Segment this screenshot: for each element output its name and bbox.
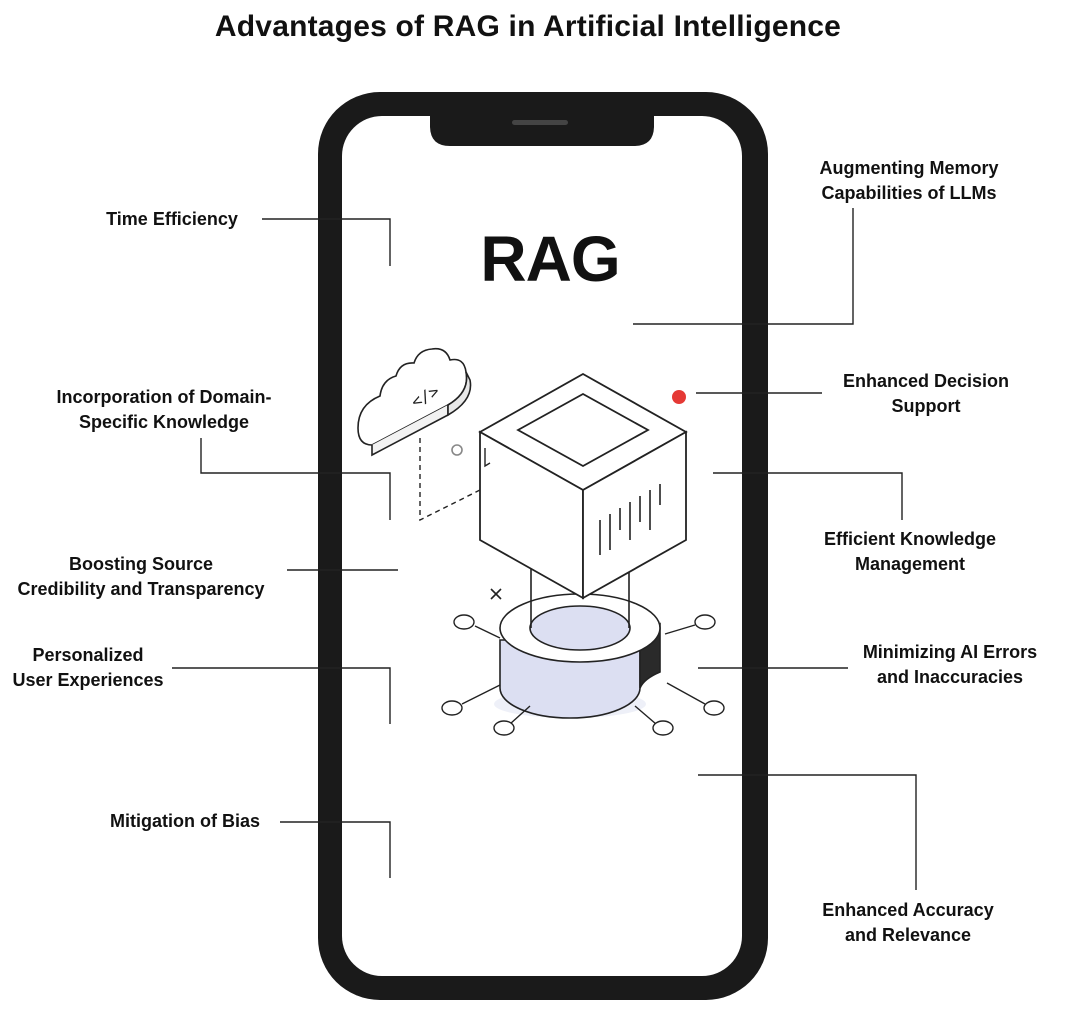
label-knowledge-management: Efficient Knowledge Management bbox=[800, 527, 1020, 577]
label-line: Enhanced Accuracy bbox=[822, 900, 994, 920]
phone-heading: RAG bbox=[480, 223, 620, 295]
label-line: Specific Knowledge bbox=[78, 412, 250, 432]
label-personalized: Personalized User Experiences bbox=[4, 643, 172, 693]
red-dot bbox=[672, 390, 686, 404]
label-line: Enhanced Decision bbox=[842, 371, 1010, 391]
label-line: Efficient Knowledge bbox=[823, 529, 996, 549]
dashed-link bbox=[419, 438, 481, 522]
cube bbox=[478, 372, 688, 600]
connector-mitigation-bias bbox=[280, 821, 391, 878]
connector-domain-knowledge bbox=[200, 438, 391, 520]
phone-speaker bbox=[512, 120, 568, 125]
label-line: Mitigation of Bias bbox=[110, 811, 260, 831]
label-line: User Experiences bbox=[12, 670, 164, 690]
page-title: Advantages of RAG in Artificial Intellig… bbox=[214, 10, 842, 43]
label-domain-knowledge: Incorporation of Domain- Specific Knowle… bbox=[34, 385, 294, 435]
connector-time-efficiency bbox=[262, 218, 391, 266]
x-mark bbox=[490, 588, 502, 600]
label-line: Support bbox=[891, 396, 961, 416]
label-line: Credibility and Transparency bbox=[17, 579, 265, 599]
label-line: Capabilities of LLMs bbox=[821, 183, 997, 203]
label-line: and Inaccuracies bbox=[876, 667, 1024, 687]
label-line: Boosting Source bbox=[68, 554, 213, 574]
label-line: Personalized bbox=[32, 645, 144, 665]
phone-notch bbox=[430, 116, 654, 146]
connector-augmenting-memory bbox=[633, 208, 854, 325]
label-line: Minimizing AI Errors bbox=[862, 642, 1038, 662]
network-nodes bbox=[441, 614, 725, 736]
label-line: Management bbox=[854, 554, 966, 574]
cloud-icon: </> bbox=[357, 347, 472, 457]
label-accuracy-relevance: Enhanced Accuracy and Relevance bbox=[800, 898, 1016, 948]
label-decision-support: Enhanced Decision Support bbox=[820, 369, 1032, 419]
connector-knowledge-management bbox=[713, 472, 903, 520]
left-connectors bbox=[172, 218, 398, 878]
label-line: Augmenting Memory bbox=[819, 158, 999, 178]
connector-personalized bbox=[172, 667, 391, 724]
label-line: Incorporation of Domain- bbox=[56, 387, 272, 407]
label-time-efficiency: Time Efficiency bbox=[92, 207, 252, 232]
cube-barcode bbox=[599, 484, 661, 555]
right-connectors bbox=[633, 208, 917, 890]
label-line: and Relevance bbox=[844, 925, 972, 945]
label-augmenting-memory: Augmenting Memory Capabilities of LLMs bbox=[796, 156, 1022, 206]
label-source-credibility: Boosting Source Credibility and Transpar… bbox=[0, 552, 282, 602]
label-line: Time Efficiency bbox=[106, 209, 238, 229]
label-mitigation-bias: Mitigation of Bias bbox=[92, 809, 278, 834]
label-minimizing-errors: Minimizing AI Errors and Inaccuracies bbox=[842, 640, 1058, 690]
small-dot bbox=[451, 444, 463, 456]
connector-accuracy-relevance bbox=[698, 774, 917, 890]
base-platter bbox=[494, 593, 661, 719]
